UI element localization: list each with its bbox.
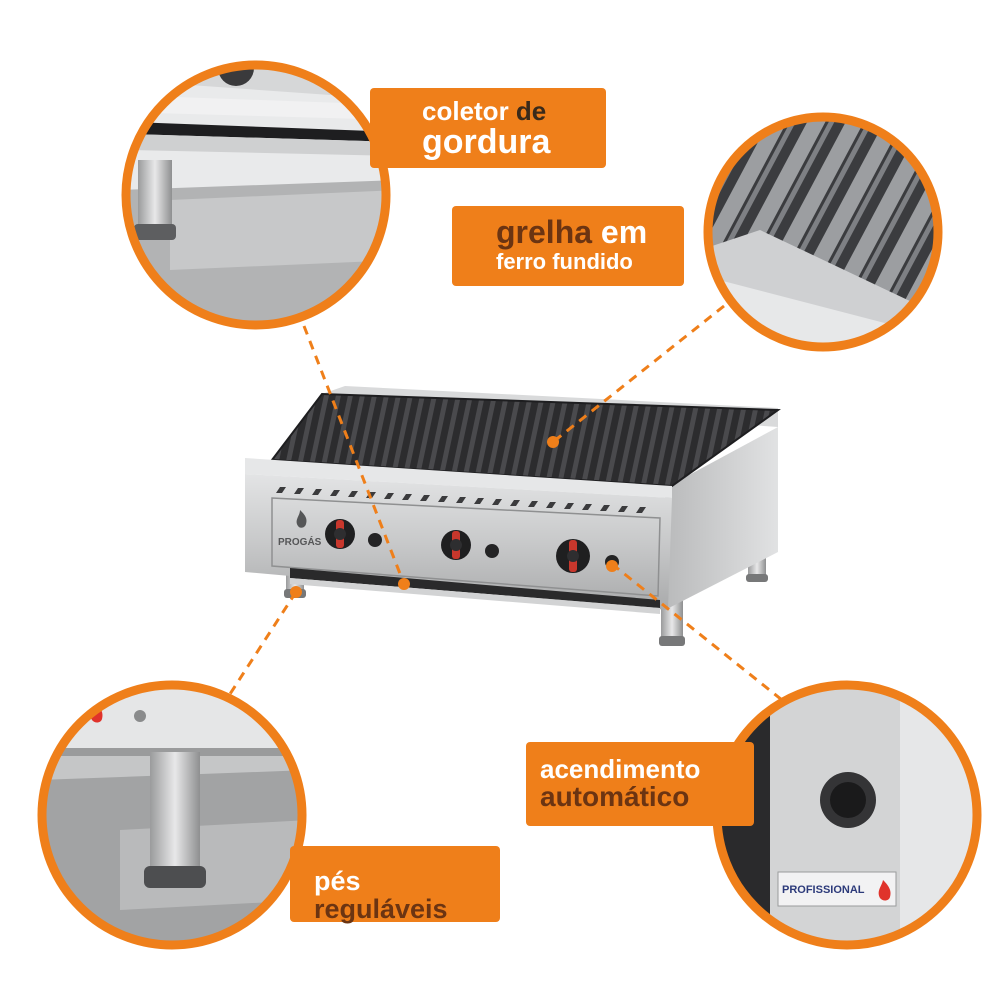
control-knob (441, 530, 471, 560)
leader-dots (290, 436, 618, 598)
zoom-adjustable-feet (37, 680, 307, 950)
callout-word: de (515, 96, 547, 126)
zoom-grease-collector (121, 60, 391, 330)
callout-adjustable-feet: pés reguláveis (290, 846, 500, 922)
zoom-auto-ignition: PROFISSIONAL (712, 680, 982, 950)
charbroiler-main: PROGÁS (245, 386, 781, 646)
plate-label: PROFISSIONAL (782, 884, 865, 896)
control-knob (325, 519, 355, 549)
callout-word: coletor (422, 96, 509, 126)
igniter-button-icon (485, 544, 499, 558)
callout-word: pés (314, 866, 361, 896)
igniter-button-icon (368, 533, 382, 547)
leader-lines (228, 304, 783, 702)
flame-logo-icon (878, 880, 891, 901)
callout-word: gordura (422, 122, 551, 161)
callout-word: grelha (496, 214, 593, 250)
control-knob (556, 539, 590, 573)
brand-flame-icon (296, 510, 307, 528)
callout-word: reguláveis (314, 893, 448, 924)
zoom-cast-iron-grate (703, 112, 943, 352)
callout-auto-ignition: acendimento automático (526, 742, 754, 826)
callout-word: em (600, 214, 648, 250)
callout-line: ferro fundido (496, 248, 633, 274)
brand-name: PROGÁS (278, 535, 322, 548)
callout-line: automático (540, 780, 690, 812)
callout-grease-collector: coletor de gordura (370, 88, 606, 168)
callout-cast-iron-grate: grelha em ferro fundido (452, 206, 684, 286)
callout-line: acendimento (540, 754, 701, 784)
